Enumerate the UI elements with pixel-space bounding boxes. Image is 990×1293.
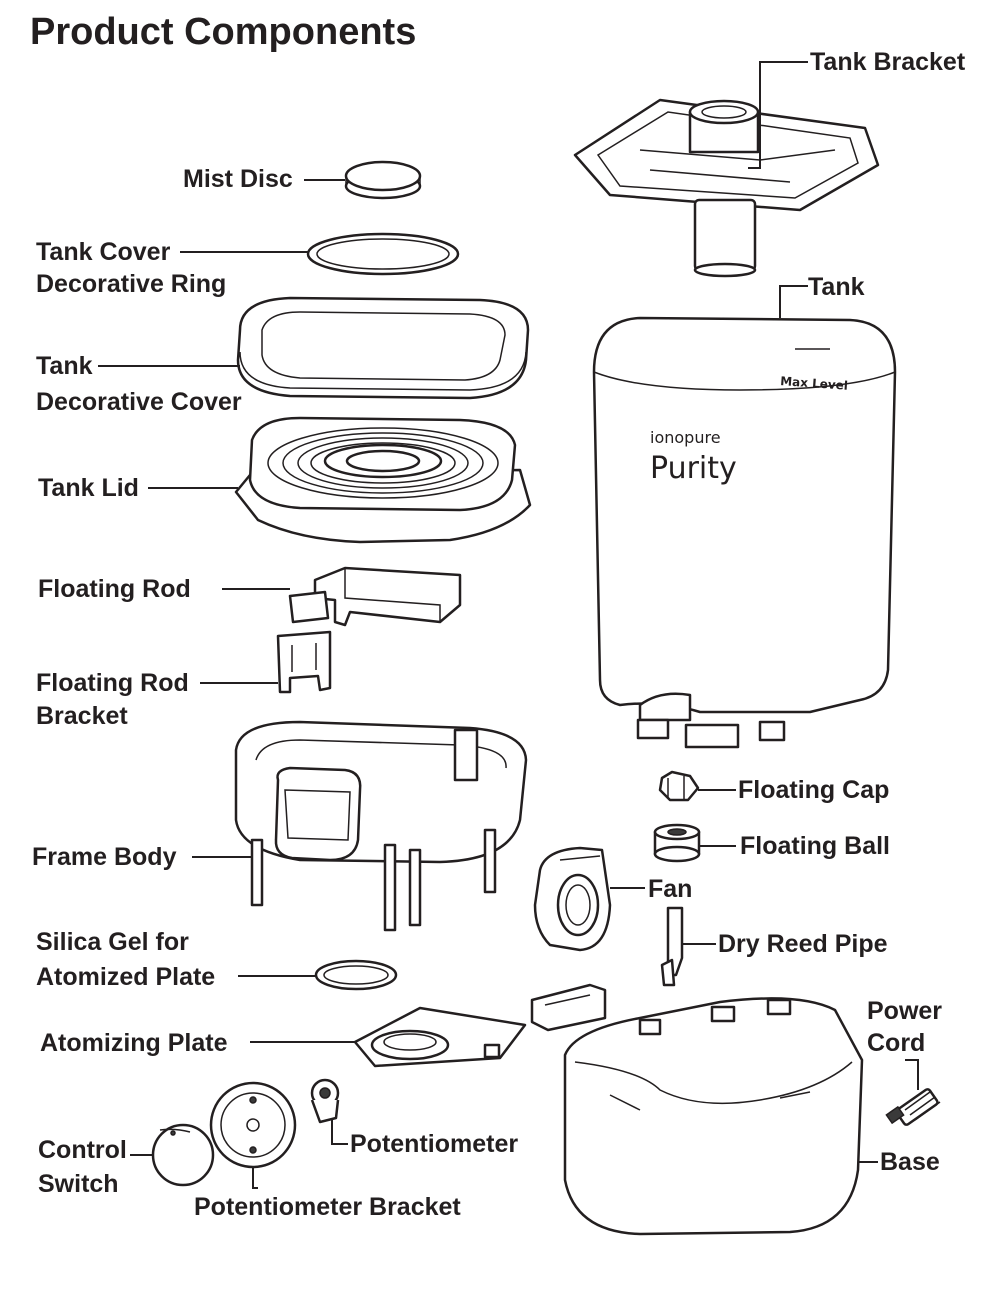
label-frame-body: Frame Body: [32, 843, 177, 871]
tank-bracket-drawing: [573, 98, 880, 278]
label-floating-rod-bracket-line1: Floating Rod: [36, 669, 189, 697]
label-potentiometer-bracket: Potentiometer Bracket: [194, 1193, 461, 1221]
potentiometer-drawing: [310, 1078, 340, 1124]
fan-holder-drawing: [530, 983, 607, 1032]
label-tank-cover-ring-line1: Tank Cover: [36, 238, 171, 266]
power-cord-drawing: [885, 1088, 941, 1126]
leader-lines: [98, 61, 919, 1189]
label-silica-gel-line2: Atomized Plate: [36, 963, 215, 991]
atomizing-plate-drawing: [353, 1006, 527, 1068]
decorative-cover-drawing: [236, 296, 530, 400]
label-power-cord-line1: Power: [867, 997, 942, 1025]
floating-ball-drawing: [653, 823, 701, 863]
label-silica-gel-line1: Silica Gel for: [36, 928, 189, 956]
floating-rod-drawing: [288, 566, 462, 627]
brand-line-2: Purity: [650, 451, 737, 486]
label-atomizing-plate: Atomizing Plate: [40, 1029, 228, 1057]
mist-disc-drawing: [344, 160, 422, 200]
floating-cap-drawing: [658, 770, 700, 802]
label-mist-disc: Mist Disc: [183, 165, 293, 193]
label-base: Base: [880, 1148, 940, 1176]
label-tank-cover-ring-line2: Decorative Ring: [36, 270, 226, 298]
label-tank-lid: Tank Lid: [38, 474, 139, 502]
page-title: Product Components: [30, 11, 416, 53]
label-floating-rod: Floating Rod: [38, 575, 191, 603]
frame-body-drawing: [234, 720, 528, 932]
potentiometer-bracket-drawing: [209, 1081, 297, 1169]
floating-rod-bracket-drawing: [276, 630, 332, 694]
label-tank-cover-line2: Decorative Cover: [36, 388, 242, 416]
label-control-switch-line1: Control: [38, 1136, 127, 1164]
tank-drawing: Max Level ionopure Purity: [592, 316, 897, 749]
label-dry-reed-pipe: Dry Reed Pipe: [718, 930, 888, 958]
brand-line-1: ionopure: [650, 428, 721, 447]
decorative-ring-drawing: [306, 232, 460, 276]
label-tank-cover-line1: Tank: [36, 352, 93, 380]
tank-lid-drawing: [234, 416, 532, 544]
label-fan: Fan: [648, 875, 692, 903]
base-drawing: [563, 997, 864, 1236]
fan-drawing: [533, 846, 612, 952]
label-power-cord-line2: Cord: [867, 1029, 925, 1057]
label-tank: Tank: [808, 273, 865, 301]
label-potentiometer: Potentiometer: [350, 1130, 518, 1158]
label-floating-cap: Floating Cap: [738, 776, 889, 804]
control-switch-drawing: [151, 1123, 215, 1187]
label-floating-ball: Floating Ball: [740, 832, 890, 860]
max-level-marking: Max Level: [780, 374, 849, 393]
dry-reed-pipe-drawing: [660, 906, 684, 987]
silica-gel-drawing: [314, 959, 398, 991]
label-control-switch-line2: Switch: [38, 1170, 119, 1198]
label-tank-bracket: Tank Bracket: [810, 48, 966, 76]
label-floating-rod-bracket-line2: Bracket: [36, 702, 128, 730]
